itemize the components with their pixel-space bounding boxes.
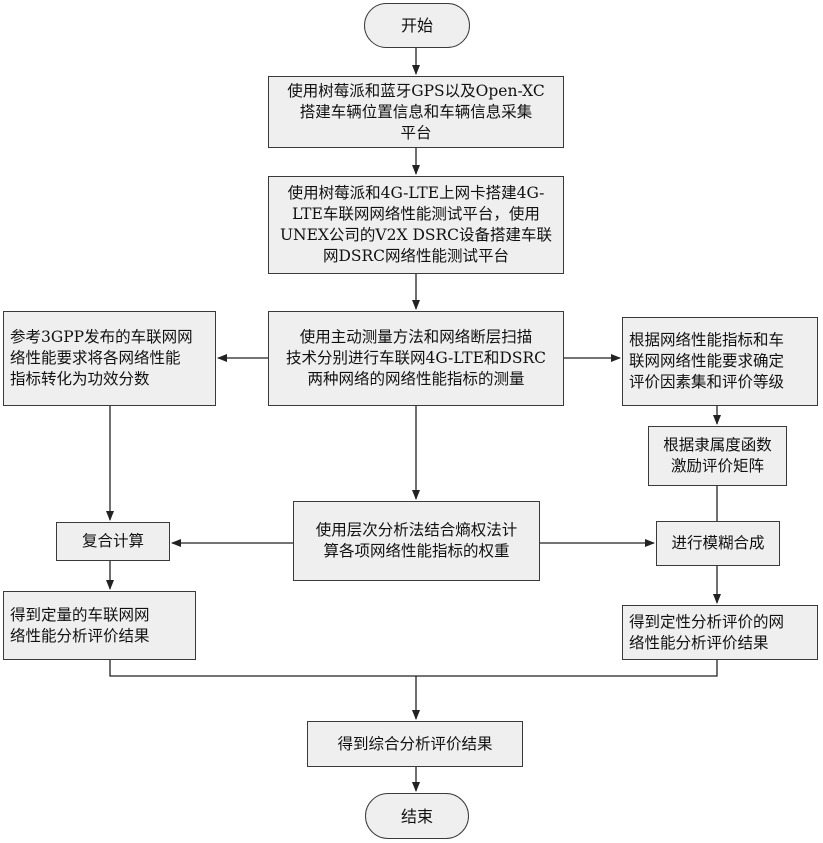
end-label: 结束 bbox=[401, 806, 433, 827]
right2-label: 根据隶属度函数 激励评价矩阵 bbox=[663, 435, 772, 477]
start-label: 开始 bbox=[401, 15, 433, 36]
step3-label: 使用主动测量方法和网络断层扫描 技术分别进行车联网4G-LTE和DSRC 两种网… bbox=[286, 327, 546, 390]
step1-node: 使用树莓派和蓝牙GPS以及Open-XC 搭建车辆位置信息和车辆信息采集 平台 bbox=[268, 76, 564, 148]
right4-node: 得到定性分析评价的网 络性能分析评价结果 bbox=[622, 605, 818, 660]
left1-label: 参考3GPP发布的车联网网 络性能要求将各网络性能 指标转化为功效分数 bbox=[10, 327, 193, 390]
right2-node: 根据隶属度函数 激励评价矩阵 bbox=[648, 426, 787, 486]
final-node: 得到综合分析评价结果 bbox=[307, 721, 523, 767]
right4-label: 得到定性分析评价的网 络性能分析评价结果 bbox=[629, 612, 784, 654]
step3-node: 使用主动测量方法和网络断层扫描 技术分别进行车联网4G-LTE和DSRC 两种网… bbox=[268, 311, 564, 406]
center2-label: 使用层次分析法结合熵权法计 算各项网络性能指标的权重 bbox=[316, 520, 518, 562]
left3-node: 得到定量的车联网网 络性能分析评价结果 bbox=[3, 591, 196, 660]
left1-node: 参考3GPP发布的车联网网 络性能要求将各网络性能 指标转化为功效分数 bbox=[3, 311, 216, 406]
left2-node: 复合计算 bbox=[56, 522, 170, 561]
left2-label: 复合计算 bbox=[82, 531, 144, 552]
final-label: 得到综合分析评价结果 bbox=[337, 734, 492, 755]
center2-node: 使用层次分析法结合熵权法计 算各项网络性能指标的权重 bbox=[293, 501, 540, 581]
step2-node: 使用树莓派和4G-LTE上网卡搭建4G- LTE车联网网络性能测试平台，使用 U… bbox=[268, 176, 564, 274]
right1-node: 根据网络性能指标和车 联网网络性能要求确定 评价因素集和评价等级 bbox=[622, 317, 818, 406]
right3-label: 进行模糊合成 bbox=[671, 533, 764, 554]
step2-label: 使用树莓派和4G-LTE上网卡搭建4G- LTE车联网网络性能测试平台，使用 U… bbox=[280, 183, 552, 267]
step1-label: 使用树莓派和蓝牙GPS以及Open-XC 搭建车辆位置信息和车辆信息采集 平台 bbox=[287, 81, 545, 144]
start-node: 开始 bbox=[364, 3, 470, 48]
edge-merge bbox=[110, 660, 717, 676]
right3-node: 进行模糊合成 bbox=[656, 521, 780, 566]
end-node: 结束 bbox=[365, 793, 469, 839]
right1-label: 根据网络性能指标和车 联网网络性能要求确定 评价因素集和评价等级 bbox=[629, 330, 784, 393]
left3-label: 得到定量的车联网网 络性能分析评价结果 bbox=[10, 605, 150, 647]
